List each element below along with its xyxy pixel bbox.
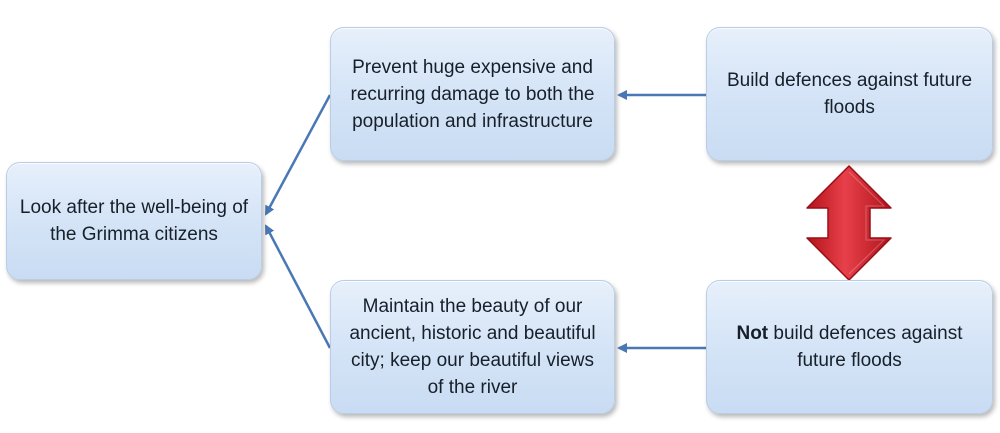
option-not-build-rest: build defences against future floods xyxy=(768,323,963,371)
option-not-build-text: Not build defences against future floods xyxy=(717,320,982,374)
benefit-build-box: Prevent huge expensive and recurring dam… xyxy=(330,27,615,161)
option-not-build-box: Not build defences against future floods xyxy=(706,280,993,414)
arrow-benefit-to-goal-top xyxy=(264,94,332,216)
goal-text: Look after the well-being of the Grimma … xyxy=(19,197,249,245)
not-emphasis: Not xyxy=(736,323,769,344)
option-build-box: Build defences against future floods xyxy=(706,27,993,161)
benefit-not-build-box: Maintain the beauty of our ancient, hist… xyxy=(330,280,615,414)
arrow-benefit-to-goal-bottom xyxy=(264,224,332,349)
benefit-not-build-text: Maintain the beauty of our ancient, hist… xyxy=(349,296,596,398)
goal-box: Look after the well-being of the Grimma … xyxy=(6,162,262,280)
benefit-build-text: Prevent huge expensive and recurring dam… xyxy=(350,56,595,132)
option-build-text: Build defences against future floods xyxy=(726,70,973,118)
conflict-double-arrow-icon xyxy=(806,165,892,281)
